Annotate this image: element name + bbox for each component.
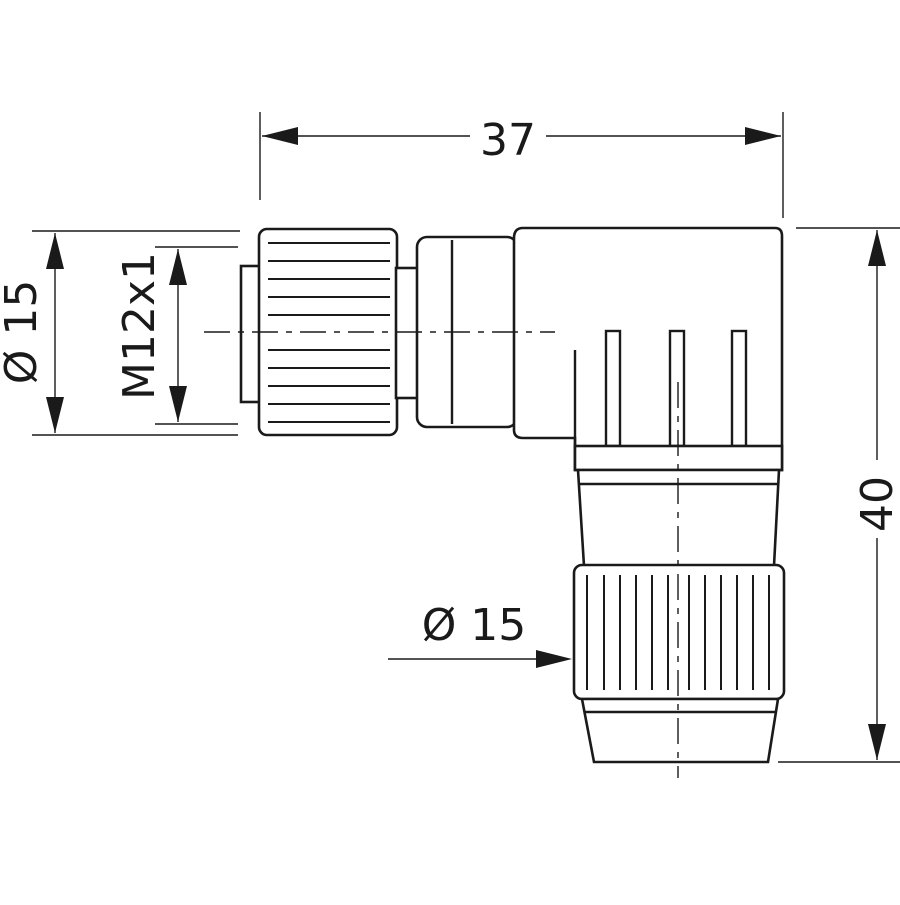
dimension-overall-height: 40	[778, 227, 900, 763]
arrowhead-bottom	[868, 724, 886, 760]
arrowhead-bottom-diameter	[536, 650, 572, 668]
connector-neck	[394, 266, 420, 400]
center-lines	[204, 331, 679, 778]
arrowhead-top	[868, 230, 886, 266]
cable-nut-ribs	[586, 575, 770, 690]
dimension-label-37: 37	[480, 115, 536, 166]
dimension-label-40: 40	[852, 476, 900, 532]
cable-gland-tip	[580, 697, 780, 764]
dimension-label-thread: M12x1	[114, 252, 165, 400]
dimension-bottom-diameter: Ø 15	[388, 600, 572, 668]
coupling-nut-left-ribs	[268, 242, 390, 423]
dimension-label-bottom-diameter: Ø 15	[422, 600, 527, 651]
arrowhead-left	[262, 127, 298, 145]
dimension-overall-length: 37	[259, 112, 784, 218]
angled-housing	[512, 226, 784, 472]
dimension-left-diameter: Ø 15	[0, 230, 240, 436]
dimension-label-left-diameter: Ø 15	[0, 280, 47, 385]
dimension-thread: M12x1	[114, 246, 238, 425]
arrowhead-right	[745, 127, 781, 145]
connector-body	[239, 226, 786, 764]
